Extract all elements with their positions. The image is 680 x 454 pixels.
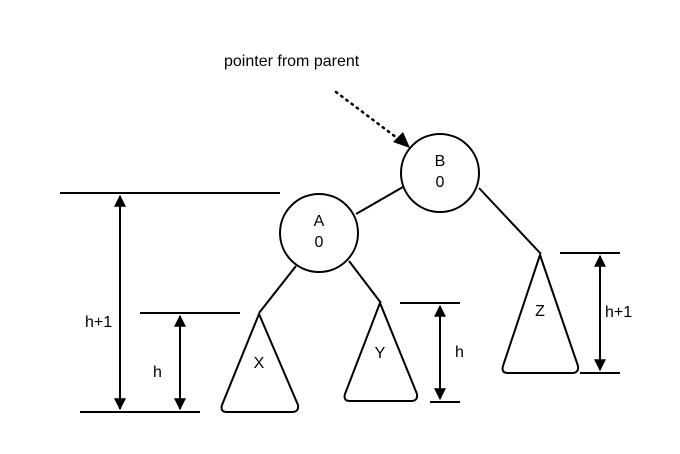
subtree-z-label: Z [535, 303, 545, 320]
subtree-y-label: Y [375, 345, 386, 362]
subtree-x: X [220, 313, 300, 413]
node-a: A 0 [279, 193, 359, 273]
subtree-x-label: X [254, 355, 265, 372]
height-label-inner: h [153, 364, 162, 381]
node-a-balance: 0 [315, 234, 324, 251]
height-label-z: h+1 [605, 304, 632, 321]
pointer-label: pointer from parent [224, 53, 360, 70]
node-b-name: B [435, 153, 446, 170]
edge-a-x [258, 265, 297, 314]
subtree-y: Y [343, 302, 419, 402]
pointer-arrowhead [393, 132, 410, 148]
edge-b-a [355, 186, 404, 215]
pointer-arrow [334, 90, 407, 146]
height-label-y: h [455, 344, 464, 361]
height-label-outer: h+1 [85, 314, 112, 331]
edge-a-y [348, 260, 382, 304]
edge-b-z [478, 187, 542, 255]
node-b: B 0 [400, 133, 480, 213]
node-a-name: A [314, 213, 325, 230]
subtree-z: Z [501, 254, 580, 374]
node-b-balance: 0 [436, 174, 445, 191]
